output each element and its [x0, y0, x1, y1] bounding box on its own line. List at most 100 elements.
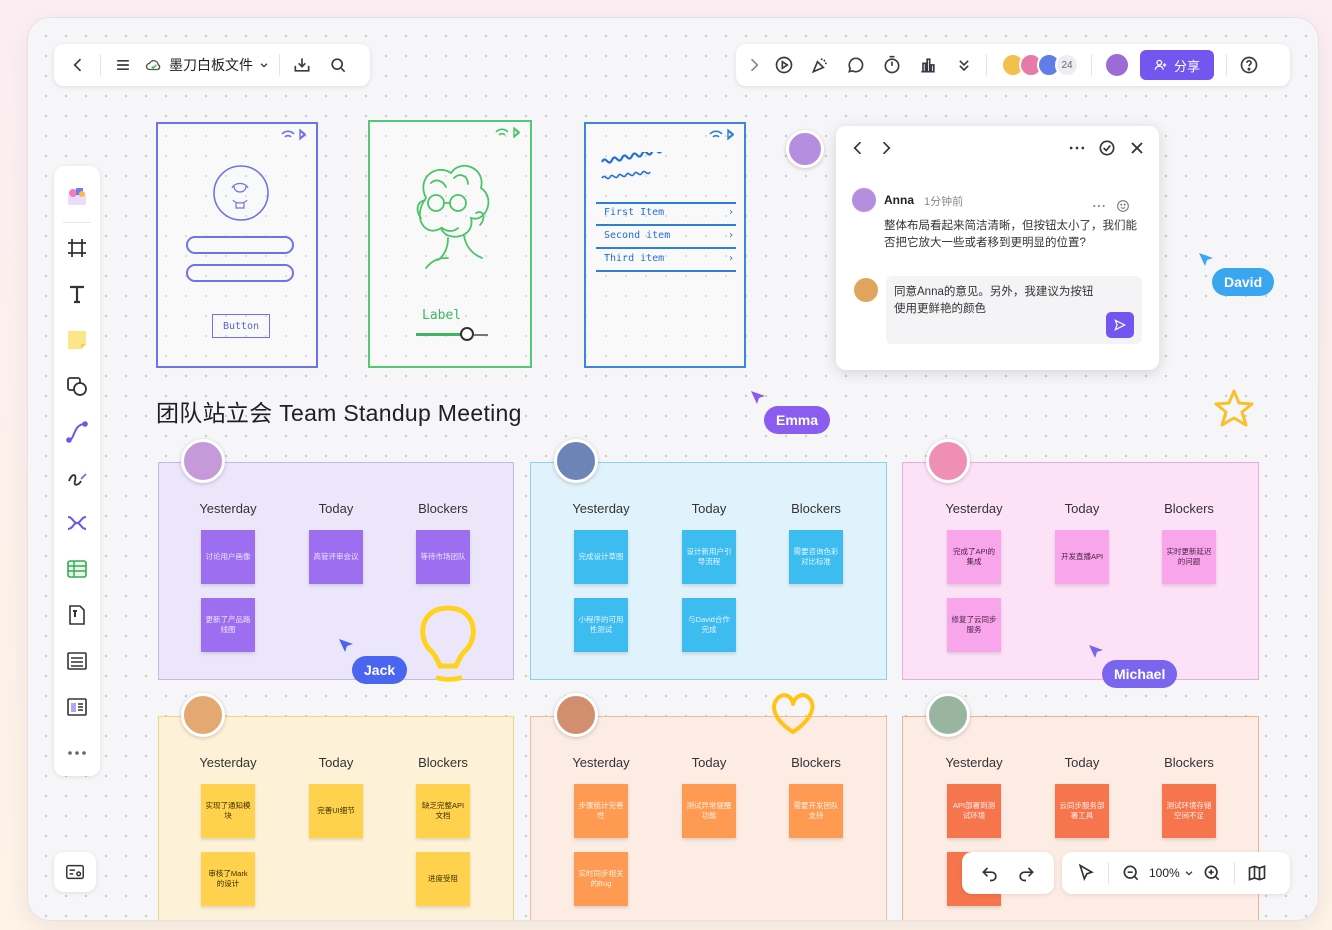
sticky-note[interactable]: 进度受阻	[416, 852, 470, 906]
wireframe-profile[interactable]: Label	[368, 120, 532, 368]
cursor-label-emma: Emma	[764, 406, 831, 434]
undo-icon[interactable]	[972, 855, 1008, 891]
table-tool-icon[interactable]	[57, 546, 97, 592]
select-pointer-icon[interactable]	[1068, 855, 1104, 891]
sticky-note[interactable]: 测试异常提醒功能	[682, 784, 736, 838]
zoom-in-icon[interactable]	[1194, 855, 1230, 891]
doc-title-dropdown[interactable]: 墨刀白板文件	[145, 55, 269, 75]
more-options-icon[interactable]	[1065, 136, 1089, 160]
current-user-avatar[interactable]	[1104, 52, 1130, 78]
avatar-sketch-icon	[213, 165, 269, 221]
sticky-note[interactable]: 等待市场团队	[416, 530, 470, 584]
shape-tool-icon[interactable]	[57, 363, 97, 409]
list-item: First Item›	[604, 207, 734, 218]
minimap-button[interactable]	[54, 852, 96, 892]
sticky-note[interactable]: API部署到测试环境	[947, 784, 1001, 838]
connector-tool-icon[interactable]	[57, 409, 97, 455]
map-view-icon[interactable]	[1239, 855, 1275, 891]
celebrate-icon[interactable]	[802, 47, 838, 83]
divider	[596, 247, 736, 249]
more-down-icon[interactable]	[946, 47, 982, 83]
zoom-level-dropdown[interactable]: 100%	[1149, 866, 1194, 880]
emoji-icon[interactable]	[1105, 188, 1141, 224]
reply-input[interactable]: 同意Anna的意见。另外，我建议为按钮使用更鲜艳的颜色	[886, 276, 1142, 344]
zoom-out-icon[interactable]	[1113, 855, 1149, 891]
reply-text: 同意Anna的意见。另外，我建议为按钮使用更鲜艳的颜色	[894, 286, 1094, 315]
list-tool-icon[interactable]	[57, 638, 97, 684]
search-icon[interactable]	[320, 47, 356, 83]
back-icon[interactable]	[60, 47, 96, 83]
whiteboard-canvas[interactable]: 墨刀白板文件	[28, 18, 1318, 920]
cursor-icon	[1089, 645, 1103, 658]
play-icon[interactable]	[766, 47, 802, 83]
more-tools-icon[interactable]	[57, 730, 97, 776]
sticky-note[interactable]: 与David合作完成	[682, 598, 736, 652]
layout-tool-icon[interactable]	[57, 684, 97, 730]
comment-icon[interactable]	[838, 47, 874, 83]
divider	[986, 54, 987, 76]
column-header: Today	[318, 755, 354, 770]
sticky-note[interactable]: 修复了云同步服务	[947, 598, 1001, 652]
sticky-note[interactable]: 需要咨询色彩对比标准	[789, 530, 843, 584]
wireframe-list[interactable]: First Item› Second item› Third item›	[584, 122, 746, 368]
cloud-sync-icon	[145, 60, 161, 71]
board-title: 团队站立会 Team Standup Meeting	[156, 400, 522, 426]
sticky-note[interactable]: 高管评审会议	[309, 530, 363, 584]
sticky-note[interactable]: 完善UI细节	[309, 784, 363, 838]
menu-icon[interactable]	[105, 47, 141, 83]
column-header: Yesterday	[199, 501, 257, 516]
help-icon[interactable]	[1231, 47, 1267, 83]
text-card-icon[interactable]	[57, 592, 97, 638]
sticky-note[interactable]: 讨论用户画像	[201, 530, 255, 584]
column-header: Blockers	[418, 501, 468, 516]
template-icon[interactable]	[57, 174, 97, 220]
list-item: Third item›	[604, 253, 734, 264]
collaborator-avatars[interactable]: 24	[995, 53, 1079, 77]
next-comment-icon[interactable]	[874, 136, 898, 160]
sticky-note[interactable]: 实现了通知模块	[201, 784, 255, 838]
sticky-note[interactable]: 测试环境存储空间不足	[1162, 784, 1216, 838]
mindmap-icon[interactable]	[57, 500, 97, 546]
resolve-icon[interactable]	[1095, 136, 1119, 160]
sticky-note[interactable]: 步骤统计完善性	[574, 784, 628, 838]
chevron-right-icon[interactable]	[742, 47, 766, 83]
share-button[interactable]: 分享	[1140, 50, 1215, 80]
download-icon[interactable]	[284, 47, 320, 83]
column-header: Yesterday	[572, 755, 630, 770]
redo-icon[interactable]	[1008, 855, 1044, 891]
send-button[interactable]	[1106, 312, 1134, 338]
sticky-note-icon[interactable]	[57, 317, 97, 363]
column-header: Yesterday	[199, 755, 257, 770]
sticky-note[interactable]: 小程序的可用性测试	[574, 598, 628, 652]
column-header: Yesterday	[945, 501, 1003, 516]
sticky-note[interactable]: 云同步服务部署工具	[1055, 784, 1109, 838]
avatar	[181, 439, 225, 483]
zoom-level: 100%	[1149, 866, 1180, 880]
sticky-note[interactable]: 审核了Mark的设计	[201, 852, 255, 906]
sticky-note[interactable]: 完成设计草图	[574, 530, 628, 584]
input-sketch	[186, 236, 294, 254]
slider-track	[416, 333, 466, 336]
vote-icon[interactable]	[910, 47, 946, 83]
sticky-note[interactable]: 需要开发团队支持	[789, 784, 843, 838]
pen-tool-icon[interactable]	[57, 455, 97, 501]
comment-time: 1分钟前	[924, 196, 964, 208]
sticky-note[interactable]: 更新了产品路线图	[201, 598, 255, 652]
commenter-avatar[interactable]	[786, 130, 824, 168]
prev-comment-icon[interactable]	[846, 136, 870, 160]
column-header: Today	[318, 501, 354, 516]
sticky-note[interactable]: 缺乏完整API文档	[416, 784, 470, 838]
slider-thumb	[460, 327, 474, 341]
timer-icon[interactable]	[874, 47, 910, 83]
frame-tool-icon[interactable]	[57, 225, 97, 271]
close-icon[interactable]	[1125, 136, 1149, 160]
sticky-note[interactable]: 实时同步相关的Bug	[574, 852, 628, 906]
sticky-note[interactable]: 设计新用户引导流程	[682, 530, 736, 584]
sticky-note[interactable]: 开发直播API	[1055, 530, 1109, 584]
wireframe-login[interactable]: Button	[156, 122, 318, 368]
avatar	[181, 693, 225, 737]
sticky-note[interactable]: 实时更新延迟的问题	[1162, 530, 1216, 584]
text-tool-icon[interactable]	[57, 271, 97, 317]
sticky-note[interactable]: 完成了API的集成	[947, 530, 1001, 584]
comment-more-icon[interactable]	[1081, 188, 1117, 224]
